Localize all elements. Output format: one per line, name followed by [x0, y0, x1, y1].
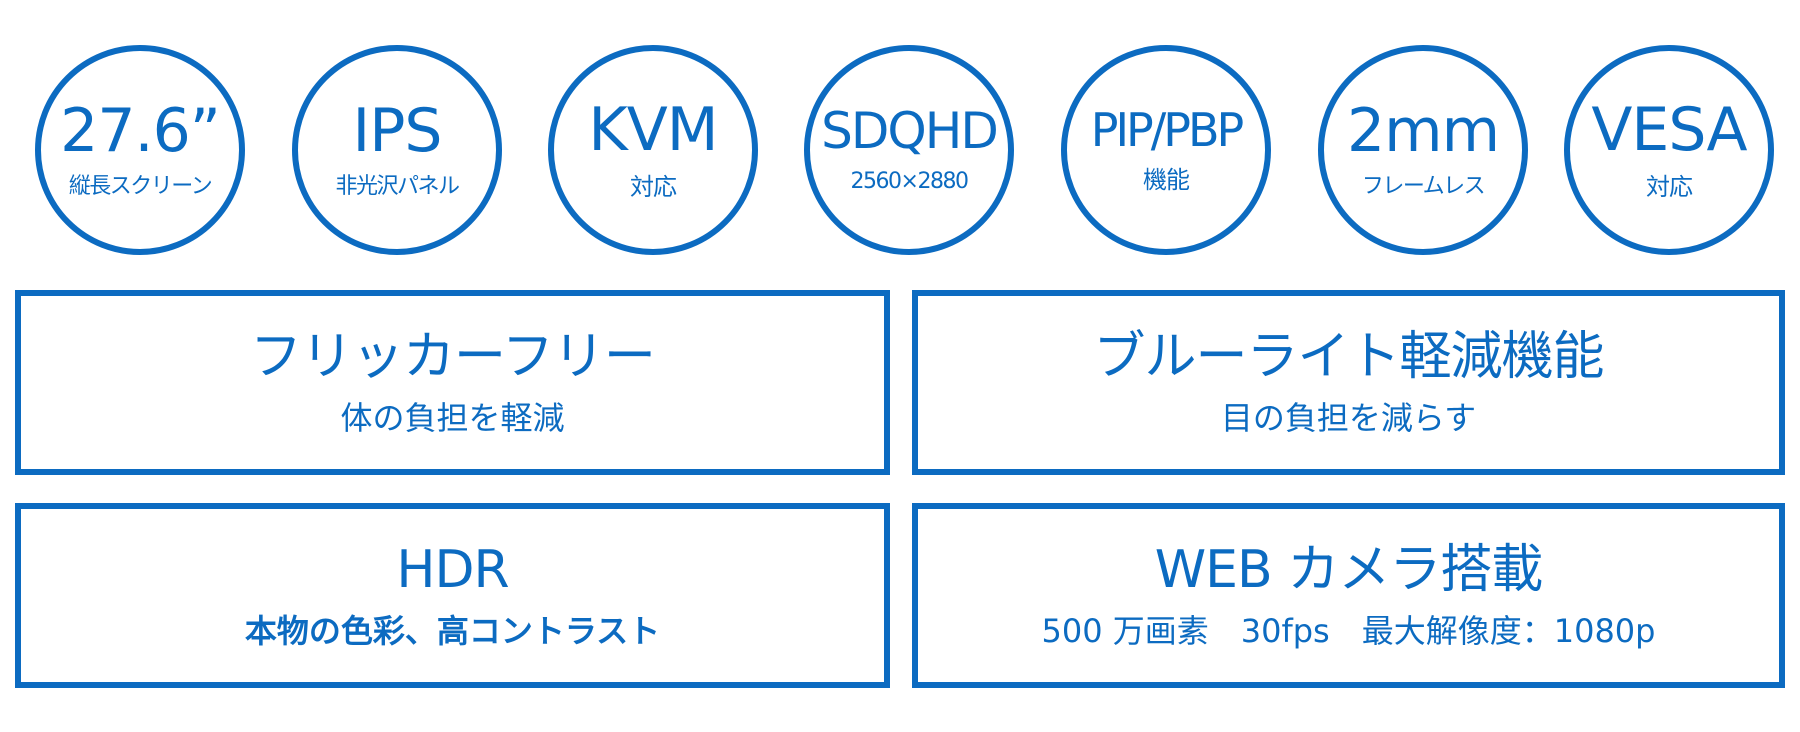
- feature-box-description: 本物の色彩、高コントラスト: [244, 611, 661, 650]
- feature-circle-label: 非光沢パネル: [335, 173, 460, 199]
- feature-circle-value: PIP/PBP: [1090, 102, 1245, 157]
- feature-circle-value: VESA: [1591, 94, 1747, 165]
- feature-circle-resolution: SDQHD 2560×2880: [804, 45, 1014, 255]
- feature-circle-label: フレームレス: [1361, 173, 1486, 199]
- feature-circle-pip-pbp: PIP/PBP 機能: [1061, 45, 1271, 255]
- feature-box-title: WEB カメラ搭載: [1154, 540, 1543, 601]
- feature-circle-label: 縦長スクリーン: [68, 173, 213, 199]
- feature-circle-value: IPS: [352, 95, 443, 166]
- feature-box-title: ブルーライト軽減機能: [1093, 327, 1604, 388]
- feature-circle-value: SDQHD: [821, 101, 999, 160]
- feature-circle-value: KVM: [588, 94, 718, 165]
- feature-circle-label: 対応: [630, 172, 677, 201]
- feature-circle-label: 機能: [1143, 165, 1190, 194]
- feature-circle-label: 2560×2880: [850, 168, 969, 194]
- feature-circle-value: 27.6”: [60, 95, 221, 166]
- feature-box-flicker-free: フリッカーフリー 体の負担を軽減: [15, 290, 890, 475]
- feature-circle-screen-size: 27.6” 縦長スクリーン: [35, 45, 245, 255]
- feature-box-blue-light: ブルーライト軽減機能 目の負担を減らす: [912, 290, 1785, 475]
- feature-box-description: 目の負担を減らす: [1220, 398, 1477, 437]
- feature-circle-value: 2mm: [1346, 95, 1500, 166]
- feature-circle-kvm: KVM 対応: [548, 45, 758, 255]
- feature-circle-panel-type: IPS 非光沢パネル: [292, 45, 502, 255]
- feature-box-title: HDR: [396, 540, 509, 601]
- feature-box-hdr: HDR 本物の色彩、高コントラスト: [15, 503, 890, 688]
- feature-box-title: フリッカーフリー: [250, 327, 656, 388]
- feature-circle-frameless: 2mm フレームレス: [1318, 45, 1528, 255]
- feature-box-description: 体の負担を軽減: [340, 398, 565, 437]
- feature-circle-vesa: VESA 対応: [1564, 45, 1774, 255]
- feature-circle-label: 対応: [1646, 172, 1693, 201]
- feature-box-description: 500 万画素 30fps 最大解像度：1080p: [1041, 611, 1656, 650]
- feature-box-web-camera: WEB カメラ搭載 500 万画素 30fps 最大解像度：1080p: [912, 503, 1785, 688]
